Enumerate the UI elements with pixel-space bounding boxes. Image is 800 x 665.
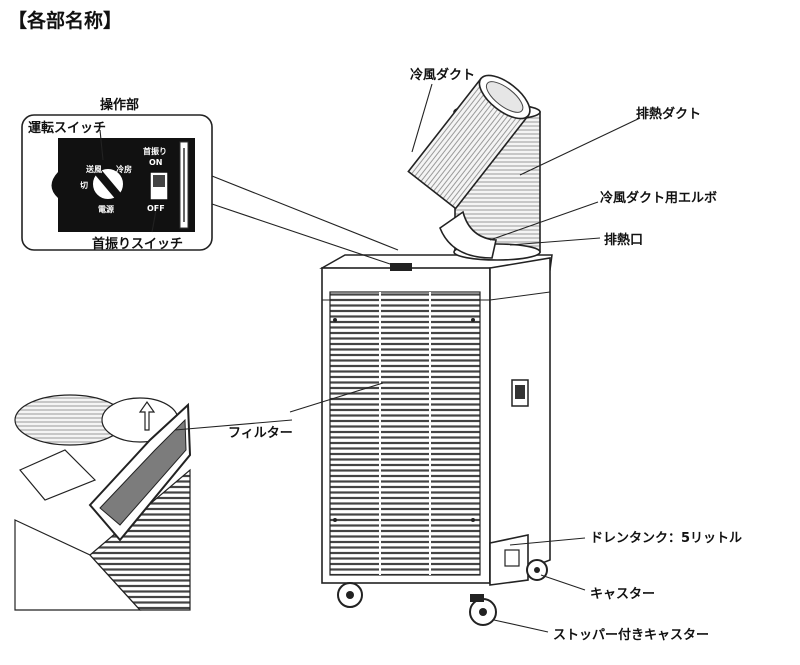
stopper-caster-label: ストッパー付きキャスター	[553, 628, 710, 643]
swing-mark-title: 首振り	[143, 147, 167, 156]
up-arrow-icon	[138, 400, 156, 431]
filter-inset	[14, 394, 210, 615]
filter-grille	[329, 291, 481, 576]
drain-tank	[489, 534, 529, 586]
swing-mark-on: ON	[149, 158, 163, 167]
knob-mark-cool: 冷房	[116, 165, 132, 174]
caster-wheels	[337, 559, 548, 626]
cold-duct-label: 冷風ダクト	[410, 68, 476, 83]
caster-label: キャスター	[590, 587, 656, 602]
page-title: 【各部名称】	[8, 10, 123, 32]
knob-mark-off: 切	[80, 181, 88, 190]
panel-heading: 操作部	[100, 98, 140, 113]
run-switch-label: 運転スイッチ	[28, 121, 107, 136]
cold-duct	[407, 74, 531, 210]
leader-lines	[99, 83, 641, 633]
swing-mark-off: OFF	[147, 204, 165, 213]
control-panel-inset	[21, 114, 213, 251]
exhaust-port-label: 排熱口	[604, 233, 644, 248]
control-panel-spot	[390, 263, 412, 271]
drain-tank-label: ドレンタンク：5リットル	[590, 531, 743, 546]
elbow-label: 冷風ダクト用エルボ	[600, 191, 718, 206]
knob-mark-fan: 送風	[86, 165, 102, 174]
filter-label: フィルター	[228, 426, 293, 441]
cold-duct-elbow	[439, 210, 497, 259]
exhaust-duct-label: 排熱ダクト	[636, 107, 702, 122]
swing-switch-label: 首振りスイッチ	[92, 237, 184, 252]
knob-mark-power: 電源	[98, 205, 114, 214]
